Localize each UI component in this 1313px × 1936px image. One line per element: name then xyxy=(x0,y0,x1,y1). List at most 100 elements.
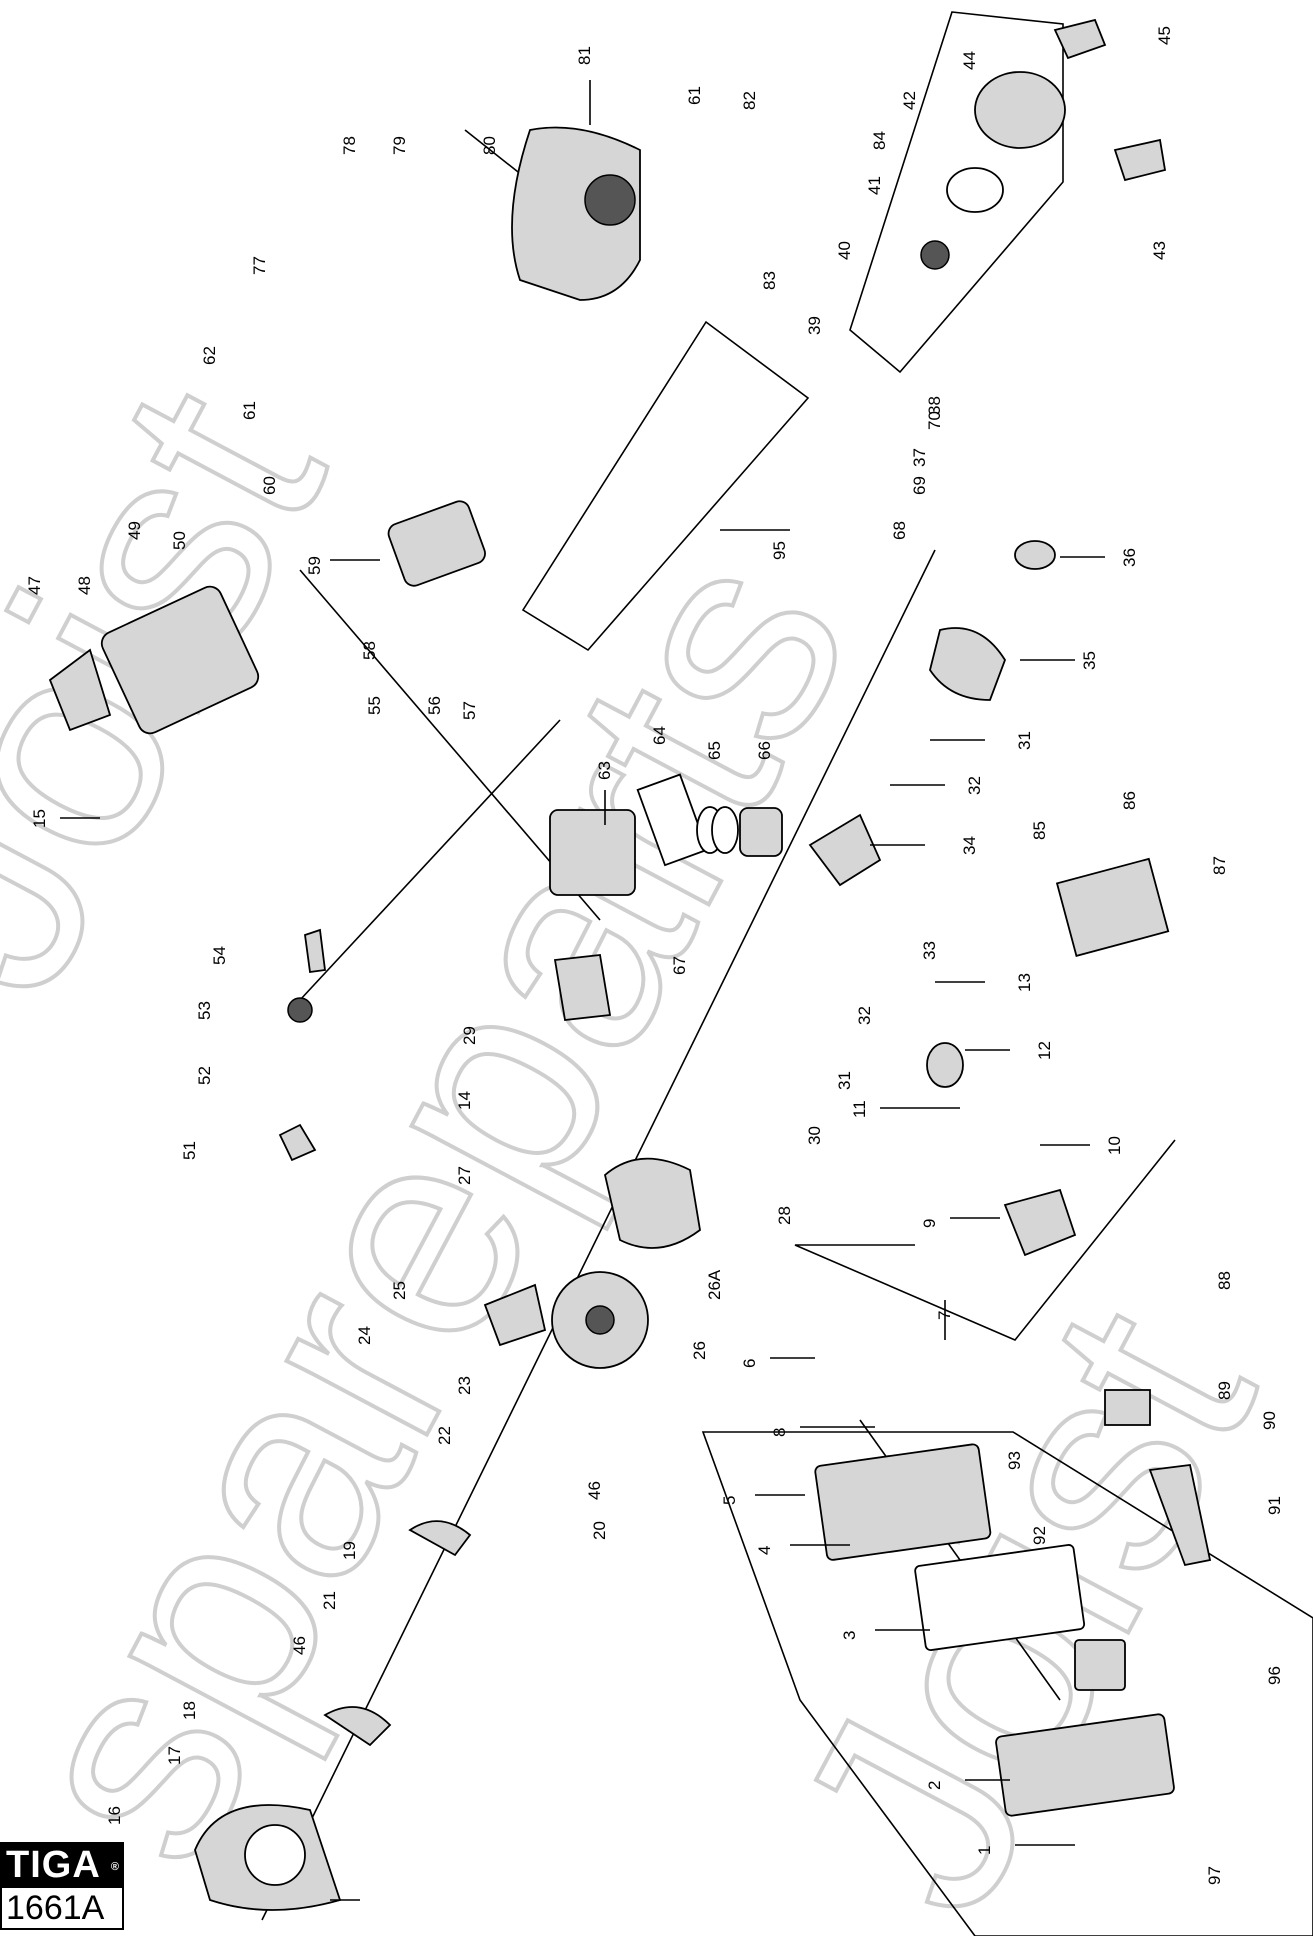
throttle-bracket xyxy=(1055,857,1170,957)
callout-41: 41 xyxy=(865,176,884,195)
callout-69: 69 xyxy=(910,476,929,495)
callout-65: 65 xyxy=(705,741,724,760)
callout-60: 60 xyxy=(260,476,279,495)
group-frames xyxy=(521,11,1313,1936)
callout-55: 55 xyxy=(365,696,384,715)
clutch-shoe-2 xyxy=(323,1706,392,1747)
callout-39: 39 xyxy=(805,316,824,335)
callout-18: 18 xyxy=(180,1701,199,1720)
callout-64: 64 xyxy=(650,726,669,745)
callout-50: 50 xyxy=(170,531,189,550)
tiga-logo: TIGA ® xyxy=(0,1842,124,1888)
callout-35: 35 xyxy=(1080,651,1099,670)
callout-26A: 26A xyxy=(705,1269,724,1300)
callout-26: 26 xyxy=(690,1341,709,1360)
callout-96: 96 xyxy=(1265,1666,1284,1685)
callout-77: 77 xyxy=(250,256,269,275)
air-filter-housing xyxy=(511,126,641,301)
callout-82: 82 xyxy=(740,91,759,110)
callout-58: 58 xyxy=(360,641,379,660)
cylinder-axis xyxy=(299,719,561,1001)
muffler-body xyxy=(387,500,486,587)
callout-32b: 32 xyxy=(855,1006,874,1025)
fuel-tank-gasket xyxy=(914,1544,1086,1651)
callout-45: 45 xyxy=(1155,26,1174,45)
callout-48: 48 xyxy=(75,576,94,595)
callout-2: 2 xyxy=(925,1781,944,1790)
recoil-spring xyxy=(920,240,950,270)
callout-33: 33 xyxy=(920,941,939,960)
callout-24: 24 xyxy=(355,1326,374,1345)
callout-28: 28 xyxy=(775,1206,794,1225)
trigger-housing xyxy=(1104,1389,1151,1426)
piston xyxy=(739,807,783,857)
callout-84: 84 xyxy=(870,131,889,150)
callout-61b: 61 xyxy=(685,86,704,105)
callout-4: 4 xyxy=(755,1546,774,1555)
callout-16: 16 xyxy=(105,1806,124,1825)
carburettor-group-frame xyxy=(794,1139,1176,1341)
callout-52: 52 xyxy=(195,1066,214,1085)
throttle-trigger xyxy=(1148,1464,1212,1567)
intake-adapter xyxy=(926,1042,964,1088)
callout-89: 89 xyxy=(1215,1381,1234,1400)
callout-70: 70 xyxy=(925,411,944,430)
tiga-logo-text: TIGA xyxy=(6,1844,101,1886)
callout-8: 8 xyxy=(770,1428,789,1437)
part-number-callouts: 1 2 3 4 5 6 7 8 9 10 11 12 13 14 15 16 1… xyxy=(25,26,1284,1885)
callout-88: 88 xyxy=(1215,1271,1234,1290)
clutch-shoe-1 xyxy=(408,1520,472,1557)
callout-15: 15 xyxy=(30,809,49,828)
leader-lines xyxy=(60,80,1105,1901)
crankcase-half xyxy=(604,1157,701,1249)
callout-5: 5 xyxy=(720,1496,739,1505)
ignition-coil xyxy=(483,1283,547,1347)
fuel-tank-frame xyxy=(701,1431,1313,1936)
callout-61: 61 xyxy=(240,401,259,420)
fuel-tank-base xyxy=(995,1713,1175,1817)
recoil-starter-frame xyxy=(849,11,1064,374)
brand-block: TIGA ® 1661A xyxy=(0,1842,124,1930)
cylinder xyxy=(549,809,636,896)
cylinder-gasket xyxy=(636,773,709,867)
callout-80: 80 xyxy=(480,136,499,155)
callout-59: 59 xyxy=(305,556,324,575)
callout-1: 1 xyxy=(975,1846,994,1855)
callout-25: 25 xyxy=(390,1281,409,1300)
callout-53: 53 xyxy=(195,1001,214,1020)
callout-78: 78 xyxy=(340,136,359,155)
callout-22: 22 xyxy=(435,1426,454,1445)
callout-7: 7 xyxy=(935,1311,954,1320)
callout-63: 63 xyxy=(595,761,614,780)
callout-81: 81 xyxy=(575,46,594,65)
callout-93: 93 xyxy=(1005,1451,1024,1470)
spark-plug-cap xyxy=(287,997,313,1023)
muffler-shield xyxy=(48,648,112,732)
callout-46b: 46 xyxy=(290,1636,309,1655)
callout-46: 46 xyxy=(585,1481,604,1500)
starter-pulley-housing xyxy=(929,627,1006,701)
callout-27: 27 xyxy=(455,1166,474,1185)
main-shaft-axis xyxy=(261,549,936,1921)
callout-97: 97 xyxy=(1205,1866,1224,1885)
callout-44: 44 xyxy=(960,51,979,70)
callout-3: 3 xyxy=(840,1631,859,1640)
air-filter-cap xyxy=(584,174,636,226)
callout-23: 23 xyxy=(455,1376,474,1395)
callout-85: 85 xyxy=(1030,821,1049,840)
callout-79: 79 xyxy=(390,136,409,155)
callout-20: 20 xyxy=(590,1521,609,1540)
callout-37: 37 xyxy=(910,448,929,467)
callout-83: 83 xyxy=(760,271,779,290)
clutch-kit-frame xyxy=(521,320,810,652)
callout-6: 6 xyxy=(740,1359,759,1368)
clutch-housing-bore xyxy=(244,1824,306,1886)
callout-14: 14 xyxy=(455,1091,474,1110)
callout-10: 10 xyxy=(1105,1136,1124,1155)
carburettor xyxy=(1003,1188,1077,1257)
piston-ring-2 xyxy=(711,806,739,854)
callout-66: 66 xyxy=(755,741,774,760)
callout-36: 36 xyxy=(1120,548,1139,567)
callout-31b: 31 xyxy=(835,1071,854,1090)
